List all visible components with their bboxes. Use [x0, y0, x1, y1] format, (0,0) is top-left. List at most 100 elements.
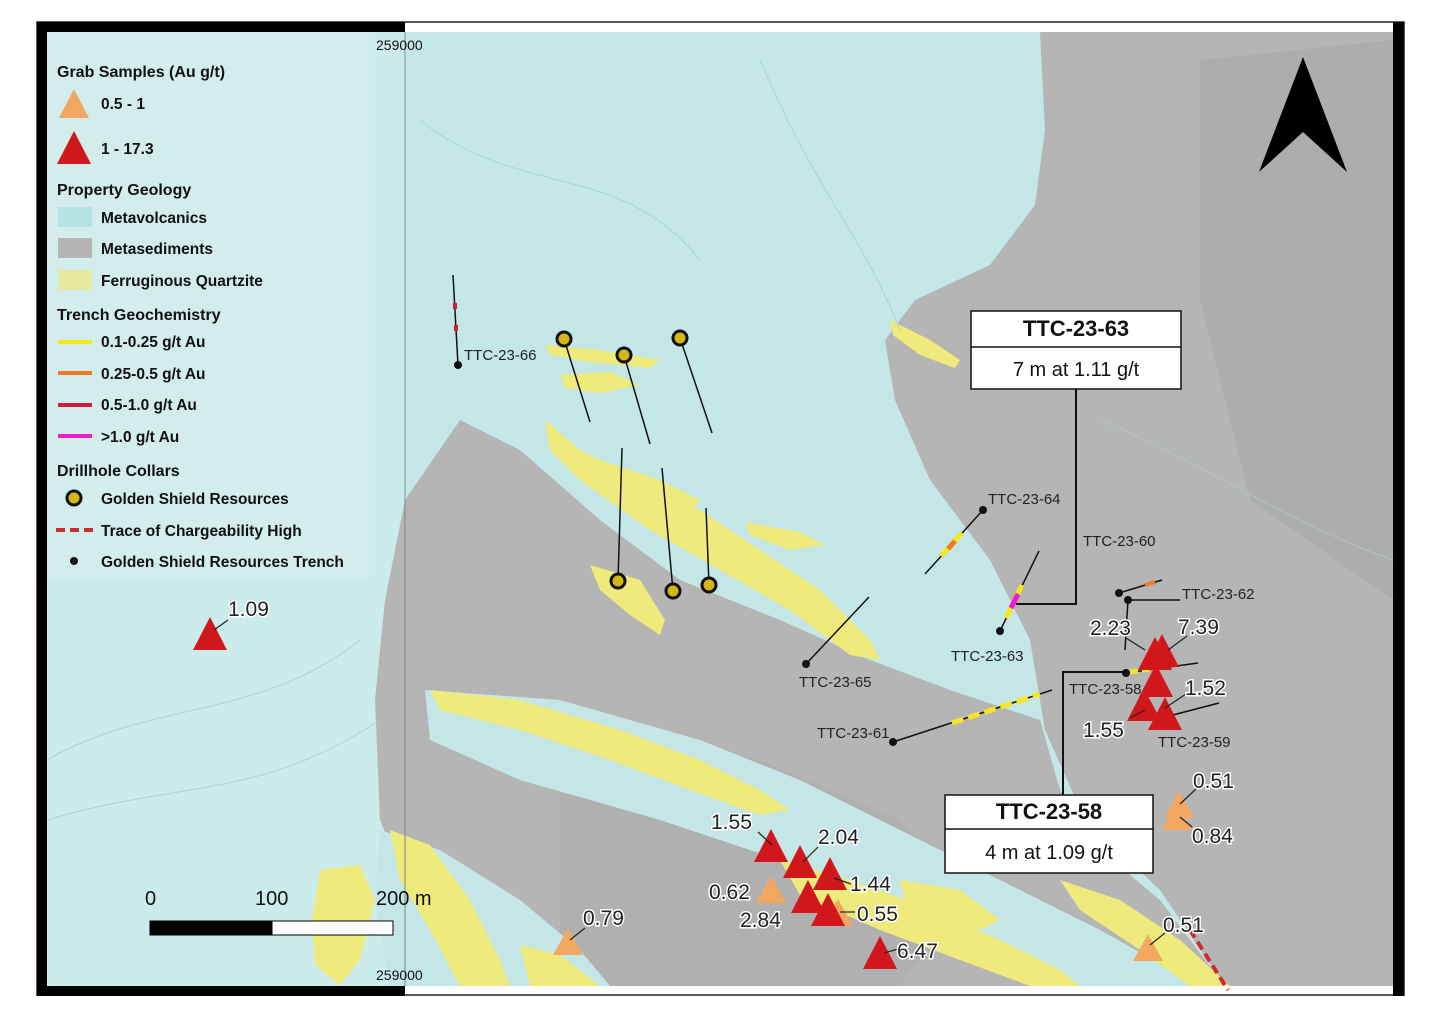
legend-ferruginous-label: Ferruginous Quartzite [101, 273, 263, 290]
frame-bar-bottom-left [37, 986, 405, 996]
collar-marker [671, 329, 689, 347]
trench-label-60: TTC-23-60 [1083, 533, 1156, 550]
north-arrow-icon [1259, 57, 1347, 172]
grab-sample-high [811, 893, 845, 926]
legend-metasediments-swatch [58, 238, 92, 258]
legend-t1-label: 0.1-0.25 g/t Au [101, 334, 206, 351]
collar-marker [609, 572, 627, 590]
trench-66-line [452, 274, 459, 366]
grab-sample-high [1139, 664, 1173, 697]
legend-collar-label: Golden Shield Resources [101, 491, 289, 508]
legend-grab-title: Grab Samples (Au g/t) [57, 64, 225, 81]
trench-61-point [889, 738, 897, 746]
grab-sample-low [756, 876, 786, 903]
grab-sample-high [1148, 697, 1182, 730]
coord-label-bottom: 259000 [376, 967, 423, 983]
grab-sample-low [1133, 934, 1163, 961]
callout-58-leader [1062, 671, 1125, 795]
sample-value-label: 1.55 [1083, 719, 1124, 742]
callout-58-subtitle: 4 m at 1.09 g/t [985, 842, 1113, 864]
grab-sample-high [783, 845, 817, 878]
sample-value-label: 1.44 [850, 873, 891, 896]
sample-value-label: 2.23 [1090, 617, 1131, 640]
grab-sample-low [1162, 803, 1192, 830]
grab-sample-high [754, 829, 788, 862]
legend-grab-high-label: 1 - 17.3 [101, 141, 154, 158]
grab-sample-high [863, 936, 897, 969]
legend-geology-title: Property Geology [57, 182, 191, 199]
collar-marker [555, 330, 573, 348]
trench-60-point [1115, 589, 1123, 597]
frame-bar-right [1393, 22, 1404, 996]
sample-value-label: 1.55 [711, 811, 752, 834]
grab-samples [193, 617, 1194, 969]
legend-t3-label: 0.5-1.0 g/t Au [101, 397, 197, 414]
trench-label-65: TTC-23-65 [799, 674, 872, 691]
sample-value-label: 0.55 [857, 903, 898, 926]
trench-61-segment [951, 691, 1041, 726]
legend-metasediments-label: Metasediments [101, 241, 213, 258]
scale-bar: 0 100 200 m [145, 888, 432, 936]
trench-label-66: TTC-23-66 [464, 347, 537, 364]
trench-62-point [1124, 596, 1132, 604]
legend-collar-icon [65, 489, 83, 507]
legend-drill-title: Drillhole Collars [57, 463, 180, 480]
legend-grab-low-icon [59, 89, 89, 118]
trench-label-58: TTC-23-58 [1069, 681, 1142, 698]
legend-chargeability-label: Trace of Chargeability High [101, 523, 302, 540]
drillholes [563, 337, 713, 592]
legend-trench-point-label: Golden Shield Resources Trench [101, 554, 344, 571]
sample-value-label: 7.39 [1178, 616, 1219, 639]
trench-64-segment [946, 539, 957, 551]
scale-label-200: 200 m [376, 888, 432, 910]
trench-59-line [1168, 702, 1220, 717]
grab-sample-high [1127, 688, 1161, 721]
trench-label-63: TTC-23-63 [951, 648, 1024, 665]
hillshade-east [1200, 40, 1393, 600]
sample-leaders [213, 619, 1197, 954]
frame-bar-left [37, 22, 47, 996]
frame-bar-top-left [37, 22, 405, 32]
sample-value-label: 0.84 [1192, 825, 1233, 848]
legend-t2-label: 0.25-0.5 g/t Au [101, 366, 206, 383]
sample-value-label: 0.79 [583, 907, 624, 930]
legend-metavolcanics-label: Metavolcanics [101, 210, 207, 227]
legend: Grab Samples (Au g/t) 0.5 - 1 1 - 17.3 P… [47, 32, 369, 580]
sample-value-label: 2.04 [818, 826, 859, 849]
trench-label-62: TTC-23-62 [1182, 586, 1255, 603]
sample-value-label: 1.09 [228, 598, 269, 621]
trenches [452, 274, 1220, 746]
sample-value-label: 0.51 [1163, 914, 1204, 937]
grab-sample-high [193, 617, 227, 650]
callout-63-subtitle: 7 m at 1.11 g/t [1013, 359, 1140, 381]
scale-bar-black-segment [149, 920, 273, 936]
trench-60-segment [1144, 580, 1156, 587]
sample-value-label: 0.62 [709, 881, 750, 904]
trench-66-point [454, 361, 462, 369]
ferruginous-quartzite-lenses [312, 320, 1230, 986]
scale-label-100: 100 [255, 888, 288, 910]
collar-marker [700, 576, 718, 594]
legend-trench-title: Trench Geochemistry [57, 307, 221, 324]
legend-panel [47, 32, 369, 580]
callout-ttc-23-63: TTC-23-63 7 m at 1.11 g/t [970, 310, 1182, 605]
callout-58-title: TTC-23-58 [996, 799, 1102, 824]
trench-64-point [979, 506, 987, 514]
collar-marker [615, 346, 633, 364]
collar-marker [664, 582, 682, 600]
callout-63-leader [1016, 389, 1077, 605]
legend-t4-label: >1.0 g/t Au [101, 429, 179, 446]
trench-label-64: TTC-23-64 [988, 491, 1061, 508]
trench-label-61: TTC-23-61 [817, 725, 890, 742]
callout-63-box [970, 310, 1182, 390]
trench-65-line [805, 596, 870, 665]
coord-label-top: 259000 [376, 37, 423, 53]
trench-63-segment [1008, 592, 1021, 610]
contour-lines [47, 59, 1393, 821]
legend-ferruginous-swatch [58, 270, 92, 290]
trench-65-point [802, 660, 810, 668]
legend-grab-high-icon [57, 131, 91, 164]
trench-label-59: TTC-23-59 [1158, 734, 1231, 751]
legend-grab-low-label: 0.5 - 1 [101, 96, 145, 113]
